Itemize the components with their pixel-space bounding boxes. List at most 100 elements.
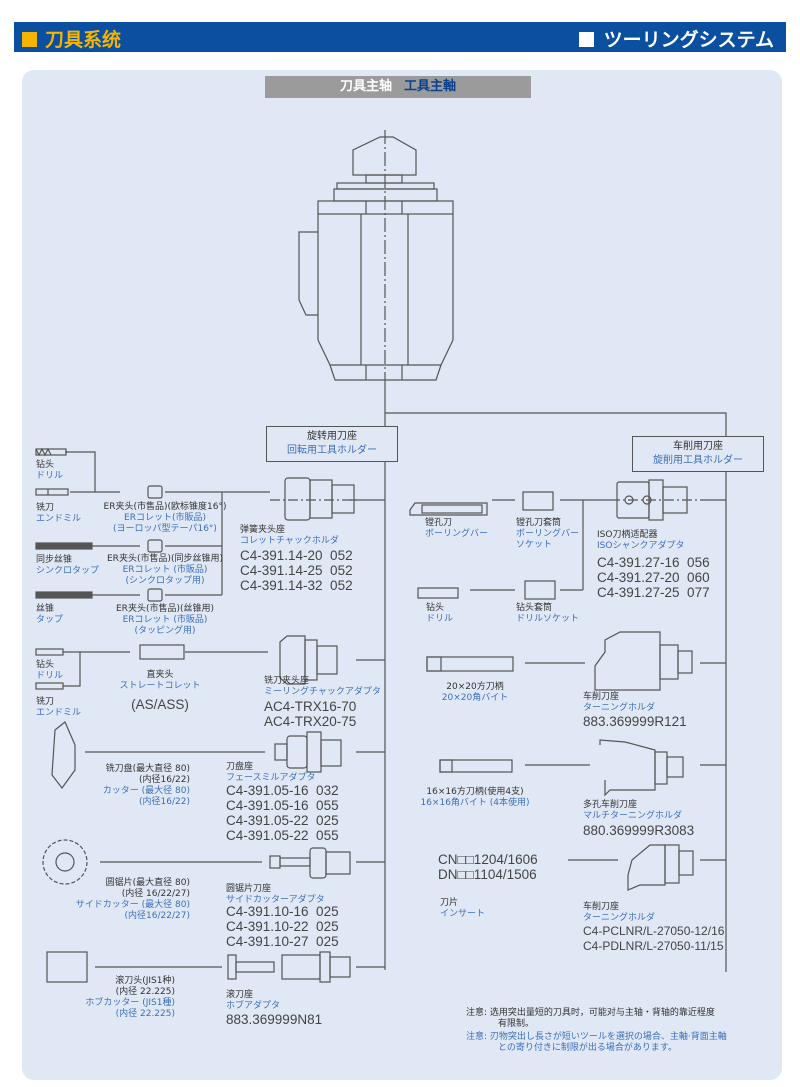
code-line: C4-391.05-16 055 [226, 798, 339, 813]
hob-cutter-jp1: ホブカッター (JIS1種) [85, 998, 175, 1008]
face-mill-adapter-label: 刀盘座フェースミルアダプタ [226, 762, 316, 784]
er-collet-tap-icon [147, 588, 163, 602]
side-cutter-icon [42, 839, 88, 885]
code-line: CN□□1204/1606 [438, 852, 538, 867]
boring-bar-cn: 镗孔刀 [425, 518, 453, 528]
endmill2-label-cn: 铣刀 [36, 697, 55, 707]
er-sync-cn: ER夹头(市售品)(同步丝锥用) [107, 554, 223, 564]
bite16-cn: 16×16方刀柄(使用4支) [426, 787, 524, 797]
milling-chuck-label: 铣刀夹头座ミーリングチャックアダプタ [264, 676, 381, 698]
header-right-text: ツーリングシステム [603, 29, 774, 51]
face-mill-jp: フェースミルアダプタ [226, 773, 316, 783]
drill2-label-jp: ドリル [36, 671, 64, 681]
rotary-holder-box: 旋转用刀座 回転用工具ホルダー [266, 426, 398, 462]
spindle-label: 刀具主轴工具主軸 [265, 76, 531, 98]
er-euro-jp2: (ヨーロッパ型テーパ16°) [113, 524, 217, 534]
rotary-holder-cn: 旋转用刀座 [307, 431, 357, 442]
straight-collet-label: 直夹头ストレートコレット [110, 670, 210, 692]
er-collet-icon [147, 485, 163, 499]
milling-chuck-cn: 铣刀夹头座 [264, 676, 310, 686]
insert-cn: 刀片 [440, 898, 459, 908]
insert-jp: インサート [440, 909, 486, 919]
side-cutter-adapter-drawing [269, 847, 351, 879]
face-mill-cn: 刀盘座 [226, 762, 254, 772]
turning-drill-cn: 钻头 [426, 603, 445, 613]
face-mill-adapter-drawing [274, 731, 342, 773]
header-bar: 刀具系统 ツーリングシステム [14, 22, 786, 52]
spindle-label-cn: 刀具主轴 [339, 79, 392, 94]
hob-cutter-cn2: (内径 22.225) [115, 987, 175, 997]
note-label-jp: 注意: [466, 1032, 488, 1042]
face-cutter-label: 铣刀盘(最大直径 80)(内径16/22)カッター (最大径 80)(内径16/… [70, 764, 190, 808]
multi-holder-jp: マルチターニングホルダ [583, 811, 683, 821]
code-line: C4-391.14-20 052 [240, 548, 353, 563]
yellow-square-icon [22, 32, 37, 47]
code-line: C4-391.05-16 032 [226, 783, 339, 798]
straight-cn: 直夹头 [146, 670, 174, 680]
header-left-text: 刀具系统 [45, 29, 122, 51]
note-label-cn: 注意: [466, 1008, 488, 1018]
straight-jp: ストレートコレット [119, 681, 201, 691]
face-cutter-cn2: (内径16/22) [139, 775, 190, 785]
sync-tap-label-cn: 同步丝锥 [36, 555, 73, 565]
drill-socket-cn: 钻头套筒 [516, 603, 553, 613]
drill2-label-cn: 钻头 [36, 660, 55, 670]
drill-label-2: 钻头ドリル [36, 660, 63, 682]
header-left-title: 刀具系统 [22, 25, 121, 52]
bite20-cn: 20×20方刀柄 [446, 682, 504, 692]
code-line: C4-391.10-27 025 [226, 934, 339, 949]
iso-adapter-jp: ISOシャンクアダプタ [597, 541, 685, 551]
multi-turning-holder-label: 多孔车削刀座マルチターニングホルダ [583, 800, 682, 822]
turning-branch-line [385, 412, 727, 972]
tap-label: 丝锥タップ [36, 604, 63, 626]
tap-icon [35, 591, 93, 599]
face-cutter-jp1: カッター (最大径 80) [102, 786, 190, 796]
sync-tap-label-jp: シンクロタップ [36, 566, 100, 576]
rotary-holder-jp: 回転用工具ホルダー [287, 445, 377, 456]
drill-socket-label: 钻头套筒ドリルソケット [516, 603, 579, 625]
multi-turning-holder-code: 880.369999R3083 [583, 823, 695, 838]
collet-chuck-cn: 弹簧夹头座 [240, 525, 286, 535]
turning-holder-cn: 车削用刀座 [673, 441, 723, 452]
header-right-title: ツーリングシステム [578, 25, 774, 52]
milling-chuck-jp: ミーリングチャックアダプタ [264, 687, 381, 697]
er-sync-jp1: ERコレット (市販品) [122, 565, 208, 575]
tap-label-cn: 丝锥 [36, 604, 55, 614]
turning-holder-drawing [594, 631, 693, 691]
drill-label-jp: ドリル [36, 471, 64, 481]
turning-holder-2-drawing [627, 844, 694, 891]
tap-label-jp: タップ [36, 615, 64, 625]
note-jp-line1: 刃物突出し長さが短いツールを選択の場合、主軸·背面主軸 [489, 1032, 727, 1042]
er-euro-jp1: ERコレット(市販品) [124, 513, 206, 523]
endmill-label: 铣刀エンドミル [36, 503, 81, 525]
drill-icon-2 [35, 648, 64, 656]
drill-icon [35, 447, 67, 457]
turning-holder2-cn: 车削刀座 [583, 902, 620, 912]
side-cutter-adapter-label: 圆锯片刀座サイドカッターアダプタ [226, 884, 325, 906]
er-sync-jp2: (シンクロタップ用) [125, 576, 205, 586]
endmill-icon [35, 488, 69, 496]
er-tap-cn: ER夹头(市售品)(丝锥用) [116, 604, 214, 614]
turning-holder-1-label: 车削刀座ターニングホルダ [583, 692, 655, 714]
hob-cutter-jp2: (内径 22.225) [115, 1009, 175, 1019]
hob-adapter-label: 滚刀座ホブアダプタ [226, 990, 280, 1012]
bite-16-icon [439, 759, 513, 773]
turning-holder2-jp: ターニングホルダ [583, 913, 656, 923]
code-line: C4-391.27-25 077 [597, 585, 710, 600]
notes: 注意: 选用突出量短的刀具时，可能对与主轴・背轴的靠近程度 有限制。 注意: 刃… [466, 1008, 727, 1054]
er-collet-sync-icon [147, 539, 163, 553]
side-cutter-cn1: 圆锯片(最大直径 80) [105, 878, 190, 888]
insert-label: 刀片インサート [440, 898, 485, 920]
boring-socket-cn: 镗孔刀套筒 [516, 518, 562, 528]
white-square-icon [578, 32, 594, 47]
turning-drill-label: 钻头ドリル [426, 603, 453, 625]
collet-chuck-jp: コレットチャックホルダ [240, 536, 339, 546]
